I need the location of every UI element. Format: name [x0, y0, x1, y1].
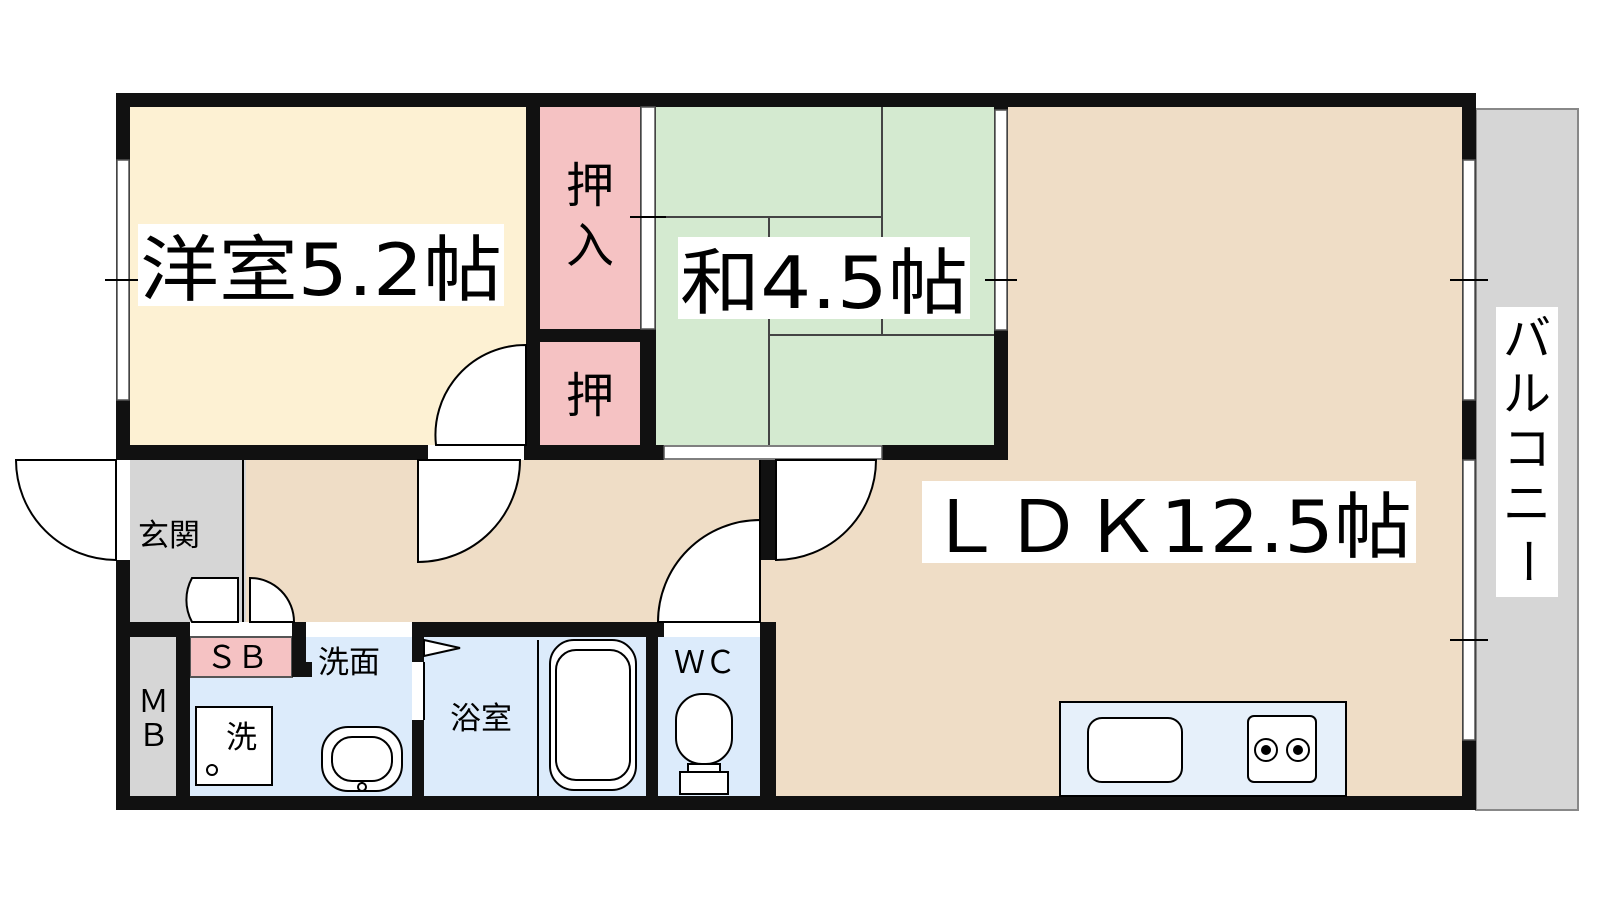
fixtures: [195, 639, 1347, 797]
balcony-label-char-4: ニ: [1503, 476, 1551, 532]
windows: [105, 106, 1488, 741]
meter-box-label-2: Ｂ: [138, 718, 169, 754]
laundry-label: 洗: [226, 720, 257, 756]
balcony-label-char-3: コ: [1503, 421, 1551, 477]
meter-box-label-1: Ｍ: [138, 684, 169, 720]
toilet-label: ＷＣ: [674, 645, 736, 681]
washroom-label: 洗面: [318, 645, 380, 681]
japanese-label-bg: [678, 237, 970, 319]
western-label-bg: [138, 224, 504, 306]
meter-box-area: [130, 637, 176, 796]
shoe-box-label: ＳＢ: [206, 640, 268, 676]
balcony-label-bg: [1496, 307, 1558, 597]
balcony-label-char-5: ー: [1499, 537, 1555, 585]
ldk-label-bg: [922, 481, 1416, 563]
closet-lower-area: [540, 342, 640, 445]
closet-upper-label-1: 押: [566, 158, 614, 214]
closet-upper-label-2: 入: [566, 218, 614, 274]
closet-upper-area: [540, 107, 640, 329]
ldk-area: [994, 107, 1464, 460]
balcony-label-char-2: ル: [1503, 366, 1551, 422]
japanese-room-label: 和4.5帖: [680, 241, 968, 325]
ldk-label: ＬＤＫ12.5帖: [926, 485, 1412, 569]
entrance-label: 玄関: [138, 518, 200, 554]
western-room-label: 洋室5.2帖: [140, 228, 502, 312]
bathroom-label: 浴室: [450, 701, 512, 737]
balcony-label-char-1: バ: [1503, 311, 1551, 367]
doors: [14, 343, 878, 720]
closet-lower-label: 押: [566, 368, 614, 424]
